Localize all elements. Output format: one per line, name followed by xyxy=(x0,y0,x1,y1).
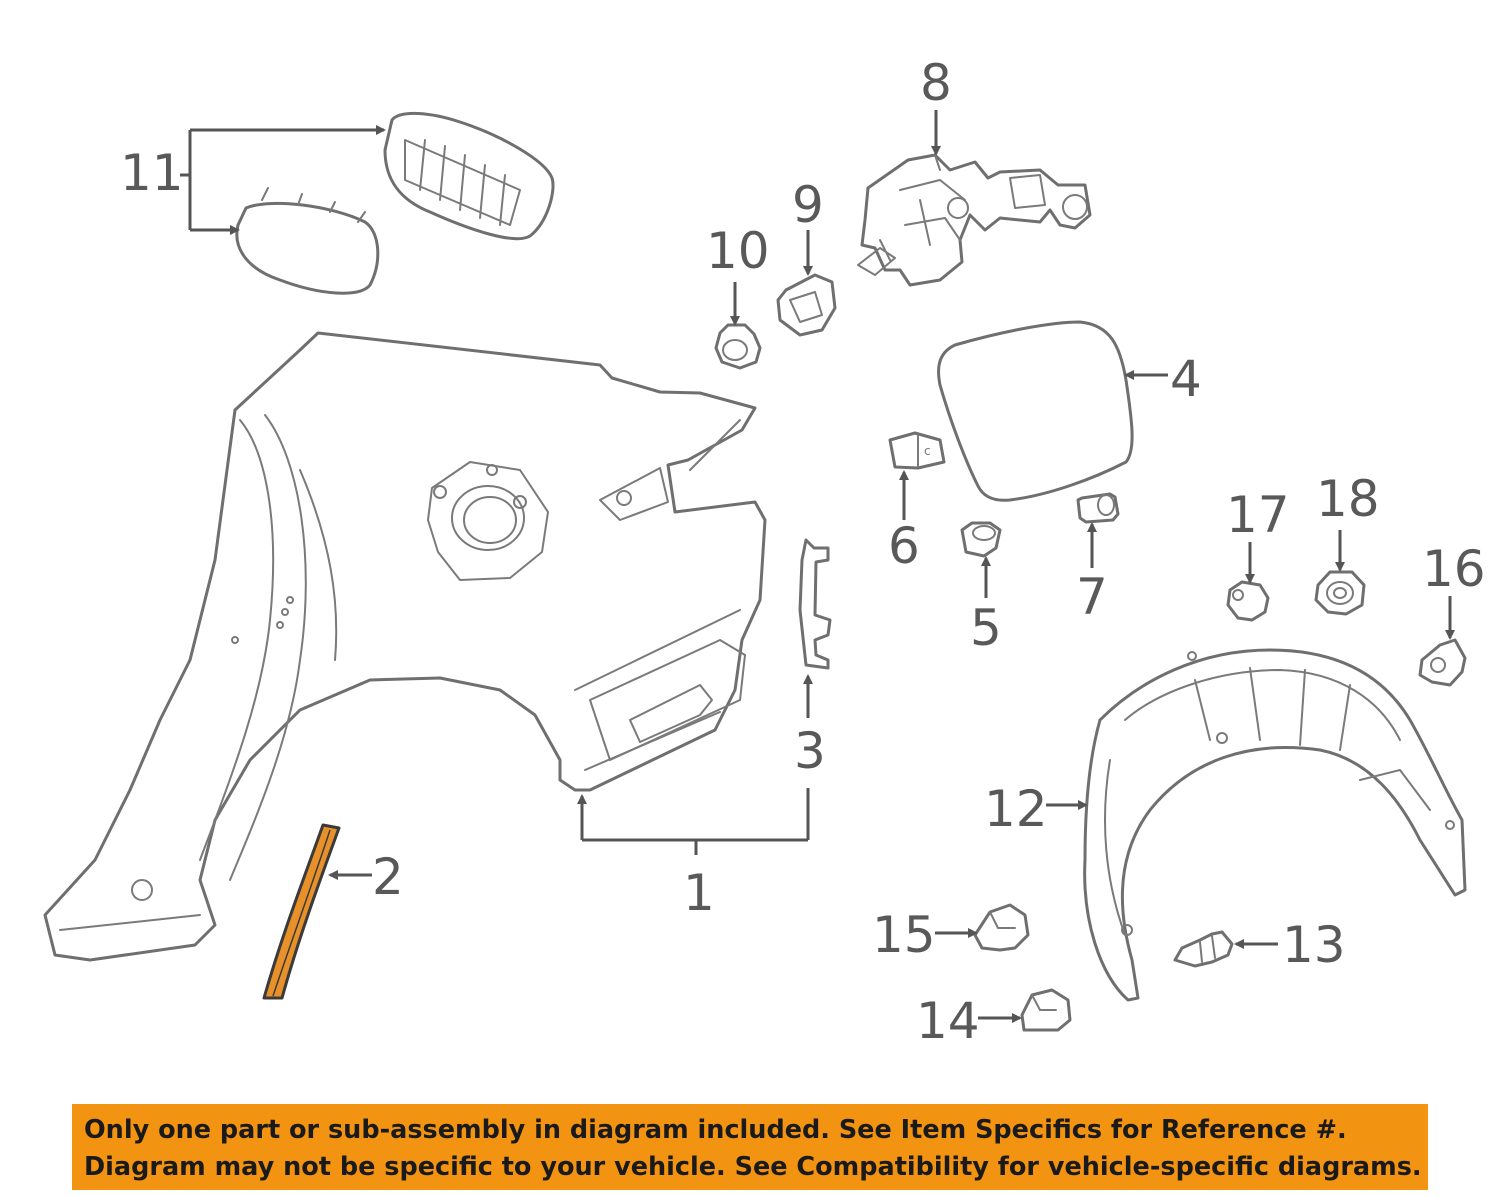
quarter-panel-part xyxy=(43,331,767,962)
callout-10: 10 xyxy=(706,222,770,280)
clip-15-part xyxy=(973,903,1030,952)
housing-seal-part xyxy=(776,273,837,337)
callout-7: 7 xyxy=(1076,568,1108,626)
callout-17: 17 xyxy=(1226,486,1290,544)
callout-16: 16 xyxy=(1422,540,1486,598)
screw-part xyxy=(1173,930,1234,968)
clip-14-part xyxy=(1020,988,1072,1032)
disclaimer-banner: Only one part or sub-assembly in diagram… xyxy=(72,1104,1428,1190)
callout-18: 18 xyxy=(1316,470,1380,528)
callout-numbers: 1 2 3 4 5 6 7 8 9 10 11 12 13 14 15 16 1… xyxy=(120,54,1486,1050)
callout-4: 4 xyxy=(1170,350,1202,408)
grommet-18-part xyxy=(1314,570,1366,616)
svg-text:c: c xyxy=(924,444,931,458)
callout-13: 13 xyxy=(1282,916,1346,974)
bracket-part xyxy=(798,538,832,670)
vent-grille-part xyxy=(235,111,555,295)
callout-2: 2 xyxy=(372,848,404,906)
leader-lines xyxy=(180,110,1455,1023)
parts-diagram: c xyxy=(43,54,1486,1050)
callout-1: 1 xyxy=(683,864,715,922)
fuel-door-lock-actuator-part xyxy=(857,153,1092,287)
retainer-part xyxy=(714,323,762,370)
callout-3: 3 xyxy=(794,722,826,780)
fender-liner-part xyxy=(1083,648,1467,1002)
cushion-part xyxy=(1076,492,1120,524)
callout-15: 15 xyxy=(872,906,936,964)
callout-8: 8 xyxy=(920,54,952,112)
clip-16-part xyxy=(1418,638,1467,687)
wheel-opening-molding-highlighted xyxy=(262,823,341,1000)
fuel-door-part xyxy=(937,320,1134,502)
disclaimer-line-1: Only one part or sub-assembly in diagram… xyxy=(84,1115,1347,1145)
callout-9: 9 xyxy=(792,176,824,234)
grommet-part xyxy=(960,521,1002,558)
callout-11: 11 xyxy=(120,144,184,202)
callout-14: 14 xyxy=(916,992,980,1050)
callout-5: 5 xyxy=(970,599,1002,657)
disclaimer-line-2: Diagram may not be specific to your vehi… xyxy=(84,1152,1422,1182)
callout-12: 12 xyxy=(984,780,1048,838)
fuel-door-clip-part: c xyxy=(888,431,946,470)
callout-6: 6 xyxy=(888,517,920,575)
rivet-17-part xyxy=(1226,580,1270,622)
